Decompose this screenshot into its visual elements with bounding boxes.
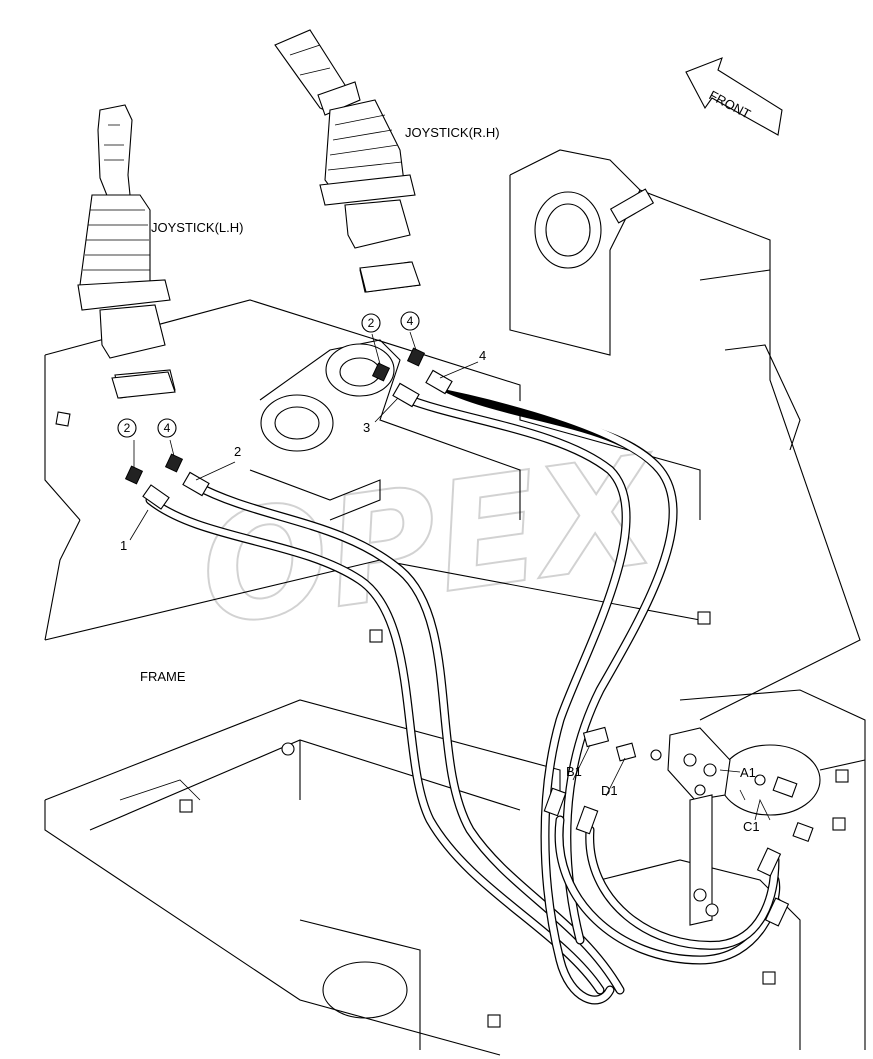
port-c1-label: C1 [743, 819, 760, 834]
fittings [124, 347, 790, 927]
joystick-right-label: JOYSTICK(R.H) [405, 125, 500, 140]
callout-rh-2: 2 [368, 316, 375, 330]
frame-structure [44, 299, 866, 1056]
port-b1-label: B1 [566, 764, 582, 779]
part-number-2: 2 [234, 444, 241, 459]
part-number-4: 4 [479, 348, 486, 363]
callout-lh-4: 4 [164, 421, 171, 435]
joystick-right [274, 29, 421, 293]
mount-plates [111, 261, 421, 399]
hoses [145, 380, 781, 1005]
part-number-1: 1 [120, 538, 127, 553]
port-d1-label: D1 [601, 783, 618, 798]
part-numbers: 1 2 3 4 [120, 348, 486, 553]
pin-boss [249, 339, 521, 521]
front-arrow: FRONT [685, 57, 783, 136]
callout-rh-4: 4 [407, 314, 414, 328]
valve-block [582, 726, 814, 926]
port-a1-label: A1 [740, 765, 756, 780]
part-number-3: 3 [363, 420, 370, 435]
frame-label: FRAME [140, 669, 186, 684]
callout-circles: 2 4 2 4 [117, 311, 420, 438]
callout-lh-2: 2 [124, 421, 131, 435]
leader-lines [129, 331, 771, 821]
joystick-left-label: JOYSTICK(L.H) [151, 220, 243, 235]
joystick-left [77, 104, 176, 399]
port-labels: B1 D1 A1 C1 [566, 764, 760, 834]
boom-bracket [509, 149, 861, 721]
